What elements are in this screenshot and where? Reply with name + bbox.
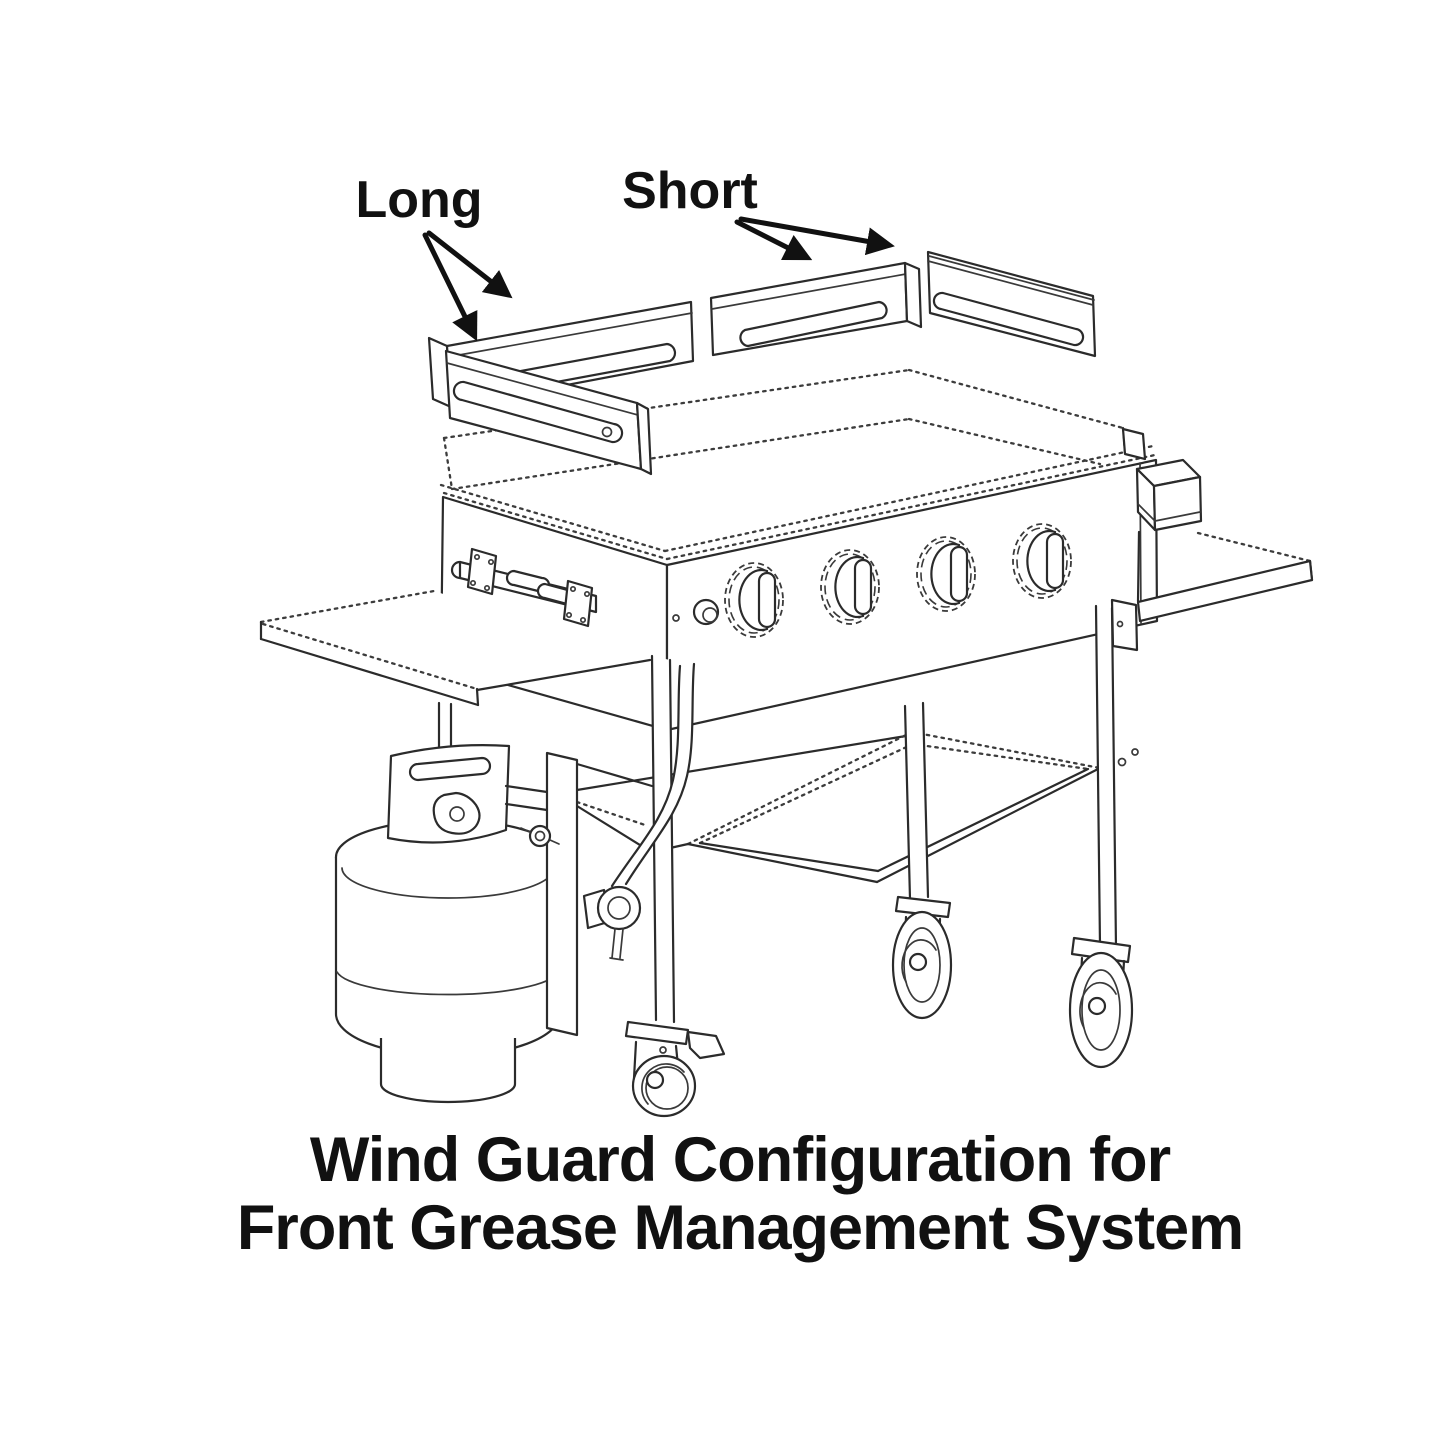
caption-line-2: Front Grease Management System xyxy=(237,1193,1243,1263)
tank-bracket xyxy=(504,751,579,1037)
propane-tank xyxy=(334,744,562,1104)
side-shelf-right xyxy=(1136,530,1314,623)
label-long: Long xyxy=(355,171,482,229)
control-knob-3 xyxy=(915,535,977,613)
caption-line-1: Wind Guard Configuration for xyxy=(310,1125,1171,1195)
wind-guard-short-rear xyxy=(709,261,923,357)
caster-brake-lever xyxy=(686,1030,726,1060)
grease-cup xyxy=(1121,427,1203,532)
caster-front-left-locking xyxy=(624,1020,726,1118)
side-shelf-left xyxy=(259,589,652,707)
arrow-long-front xyxy=(422,232,478,342)
control-knob-1 xyxy=(723,561,785,639)
callout-arrows xyxy=(422,216,895,342)
arrow-short-side xyxy=(738,216,895,256)
caster-rear-right xyxy=(891,895,953,1020)
wind-guard-long-front xyxy=(444,349,653,476)
leg-front-right xyxy=(1094,598,1139,950)
leg-rear-right xyxy=(903,701,930,901)
igniter-button xyxy=(692,598,720,626)
label-short: Short xyxy=(622,162,758,220)
control-knob-2 xyxy=(819,548,881,626)
gas-hose xyxy=(610,662,696,888)
side-handle xyxy=(450,547,598,628)
regulator xyxy=(582,885,642,961)
bottom-shelf xyxy=(668,730,1139,884)
wind-guard-short-side xyxy=(926,250,1097,358)
control-knob-4 xyxy=(1011,522,1073,600)
caster-front-right xyxy=(1068,936,1134,1069)
frame-rails xyxy=(575,734,908,852)
arrow-long-rear xyxy=(426,230,513,299)
tank-valve xyxy=(432,791,481,835)
arrow-short-rear xyxy=(734,219,813,261)
